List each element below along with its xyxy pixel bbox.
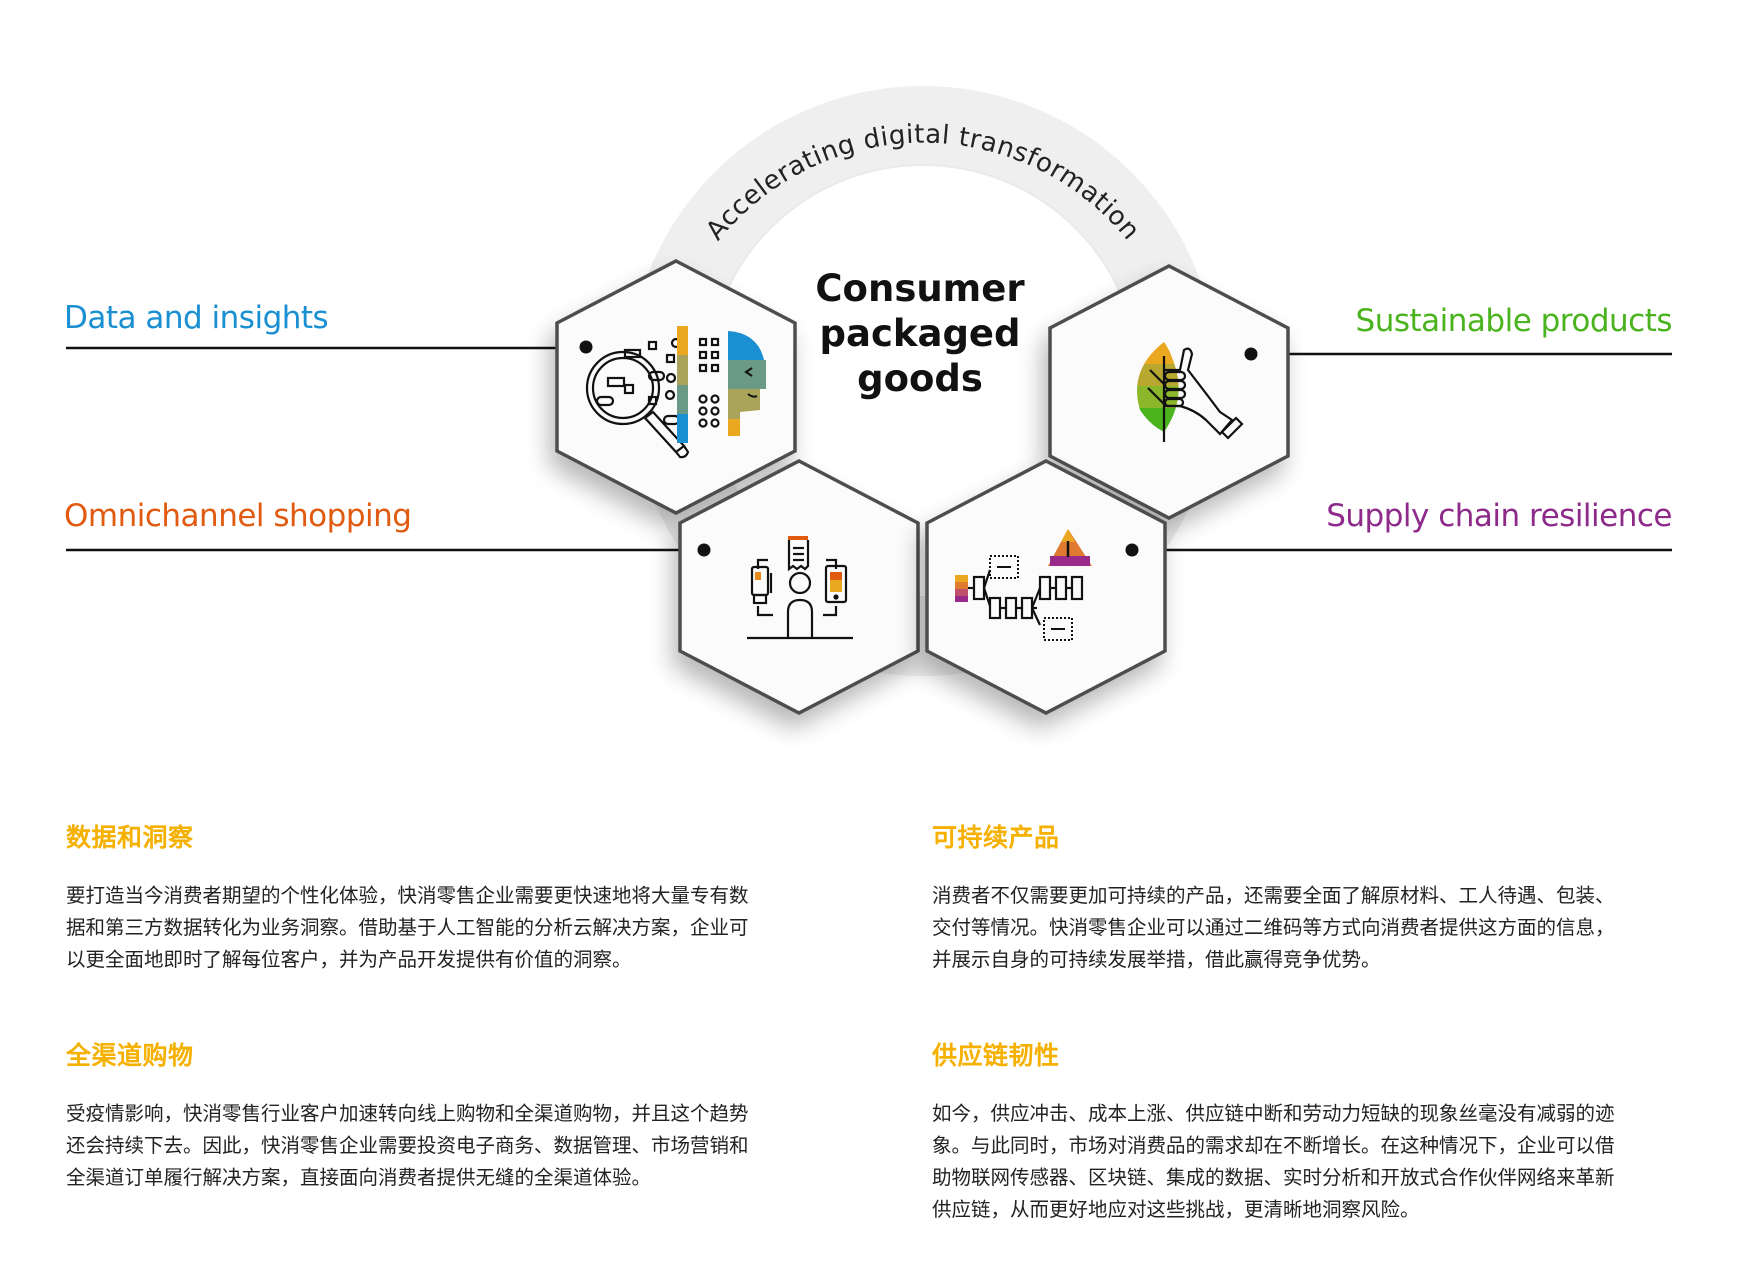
hex-data — [555, 259, 797, 515]
dot-omni — [697, 543, 711, 557]
section-sustainable-products: 可持续产品 消费者不仅需要更加可持续的产品，还需要全面了解原材料、工人待遇、包装… — [932, 818, 1702, 976]
label-data-and-insights: Data and insights — [64, 300, 329, 336]
body-line: 象。与此同时，市场对消费品的需求却在不断增长。在这种情况下，企业可以借 — [932, 1134, 1615, 1157]
center-title: Consumer packaged goods — [800, 266, 1040, 401]
dot-data — [579, 340, 593, 354]
section-body: 要打造当今消费者期望的个性化体验，快消零售企业需要更快速地将大量专有数 据和第三… — [66, 880, 836, 976]
connector-lines — [66, 346, 1672, 552]
section-omnichannel-shopping: 全渠道购物 受疫情影响，快消零售行业客户加速转向线上购物和全渠道购物，并且这个趋… — [66, 1036, 836, 1194]
body-line: 如今，供应冲击、成本上涨、供应链中断和劳动力短缺的现象丝毫没有减弱的迹 — [932, 1102, 1615, 1125]
section-title: 数据和洞察 — [66, 823, 194, 852]
body-line: 供应链，从而更好地应对这些挑战，更清晰地洞察风险。 — [932, 1198, 1420, 1221]
label-sustainable-products: Sustainable products — [1355, 303, 1673, 339]
body-line: 交付等情况。快消零售企业可以通过二维码等方式向消费者提供这方面的信息， — [932, 916, 1615, 939]
body-line: 全渠道订单履行解决方案，直接面向消费者提供无缝的全渠道体验。 — [66, 1166, 652, 1189]
section-title: 全渠道购物 — [66, 1041, 194, 1070]
body-line: 助物联网传感器、区块链、集成的数据、实时分析和开放式合作伙伴网络来革新 — [932, 1166, 1615, 1189]
section-body: 受疫情影响，快消零售行业客户加速转向线上购物和全渠道购物，并且这个趋势 还会持续… — [66, 1098, 836, 1194]
center-title-line-3: goods — [857, 357, 983, 400]
dot-sustainable — [1244, 347, 1258, 361]
label-omnichannel-shopping: Omnichannel shopping — [64, 498, 412, 534]
center-title-line-2: packaged — [819, 312, 1021, 355]
body-line: 要打造当今消费者期望的个性化体验，快消零售企业需要更快速地将大量专有数 — [66, 884, 749, 907]
supply-chain-warning-icon — [955, 529, 1092, 641]
section-supply-chain-resilience: 供应链韧性 如今，供应冲击、成本上涨、供应链中断和劳动力短缺的现象丝毫没有减弱的… — [932, 1036, 1702, 1226]
dot-supply — [1125, 543, 1139, 557]
body-line: 并展示自身的可持续发展举措，借此赢得竞争优势。 — [932, 948, 1381, 971]
center-title-line-1: Consumer — [815, 267, 1025, 310]
magnifier-data-head-icon — [585, 326, 766, 459]
body-line: 消费者不仅需要更加可持续的产品，还需要全面了解原材料、工人待遇、包装、 — [932, 884, 1615, 907]
label-supply-chain-resilience: Supply chain resilience — [1326, 498, 1672, 534]
body-line: 以更全面地即时了解每位客户，并为产品开发提供有价值的洞察。 — [66, 948, 632, 971]
section-title: 可持续产品 — [932, 823, 1060, 852]
shopper-devices-receipt-icon — [747, 536, 853, 640]
body-line: 受疫情影响，快消零售行业客户加速转向线上购物和全渠道购物，并且这个趋势 — [66, 1102, 749, 1125]
section-title: 供应链韧性 — [932, 1041, 1060, 1070]
hex-omni — [678, 459, 920, 715]
section-body: 消费者不仅需要更加可持续的产品，还需要全面了解原材料、工人待遇、包装、 交付等情… — [932, 880, 1702, 976]
leaf-thumbs-up-icon — [1137, 342, 1244, 442]
body-line: 据和第三方数据转化为业务洞察。借助基于人工智能的分析云解决方案，企业可 — [66, 916, 749, 939]
body-line: 还会持续下去。因此，快消零售企业需要投资电子商务、数据管理、市场营销和 — [66, 1134, 749, 1157]
cpg-diagram: Accelerating digital transformation — [66, 86, 1672, 715]
hex-supply — [925, 459, 1167, 715]
connector-dots — [579, 340, 1258, 557]
section-data-and-insights: 数据和洞察 要打造当今消费者期望的个性化体验，快消零售企业需要更快速地将大量专有… — [66, 818, 836, 976]
section-body: 如今，供应冲击、成本上涨、供应链中断和劳动力短缺的现象丝毫没有减弱的迹 象。与此… — [932, 1098, 1702, 1226]
